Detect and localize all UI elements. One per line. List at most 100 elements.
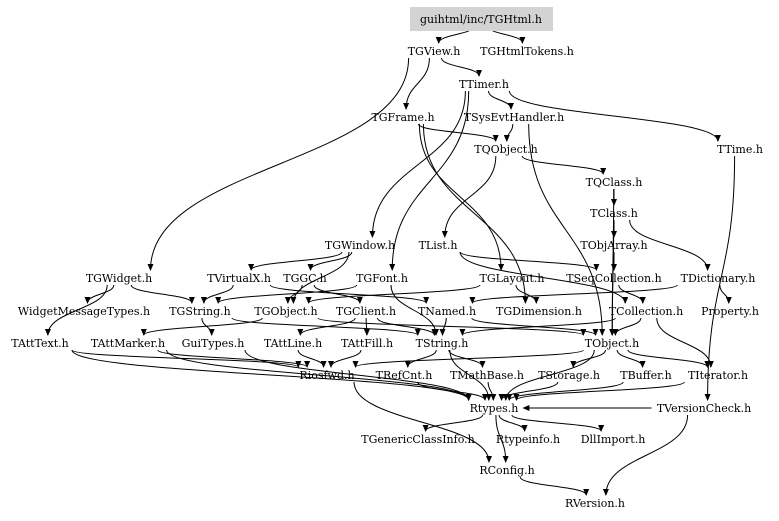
edge-TGObject-to-TObject: [317, 317, 587, 336]
node-TGenericClassInfo: TGenericClassInfo.h: [361, 433, 474, 446]
edge-TSysEvtHandler-to-TQObject: [503, 123, 514, 142]
node-TAttFill: TAttFill.h: [341, 337, 393, 350]
edge-TBuffer-to-Rtypes: [506, 381, 624, 401]
edge-TAttLine-to-Riosfwd: [297, 349, 327, 368]
node-TVersionCheck: TVersionCheck.h: [657, 402, 751, 415]
node-TAttMarker: TAttMarker.h: [91, 337, 165, 350]
edge-TRefCnt-to-Rtypes: [417, 381, 488, 401]
edge-Riosfwd-to-RConfig: [353, 381, 492, 463]
node-TList: TList.h: [419, 239, 458, 252]
edge-Rtypes-to-DllImport: [511, 414, 605, 432]
node-TDictionary: TDictionary.h: [681, 272, 756, 285]
edge-TGWidget-to-WidgetMessageTypes: [84, 284, 115, 304]
edge-GuiTypes-to-Rtypes: [244, 349, 472, 401]
edge-TVirtualX-to-TGString: [200, 284, 234, 304]
edge-TGFrame-to-TQObject: [417, 123, 499, 142]
edge-TObject-to-TBuffer: [616, 349, 646, 368]
edge-TGWindow-to-TGObject: [290, 251, 350, 304]
edge-TTimer-to-TGFont: [389, 90, 470, 271]
edge-TVersionCheck-to-RVersion: [602, 414, 689, 496]
node-WidgetMessageTypes: WidgetMessageTypes.h: [18, 305, 150, 318]
node-Riosfwd: Riosfwd.h: [299, 369, 354, 382]
edge-TGClient-to-TAttFill: [363, 317, 370, 336]
edge-Rtypes-to-RConfig: [495, 414, 509, 463]
node-TQClass: TQClass.h: [586, 176, 643, 189]
edge-TGClient-to-TAttLine: [297, 317, 356, 336]
edge-TList-to-TCollection: [459, 251, 629, 304]
node-TQObject: TQObject.h: [474, 143, 538, 156]
edge-TObject-to-TStorage: [570, 349, 606, 368]
edge-TGObject-to-TAttMarker: [140, 317, 263, 336]
node-TTimer: TTimer.h: [459, 78, 509, 91]
node-RVersion: RVersion.h: [565, 497, 625, 510]
node-TTime: TTime.h: [717, 143, 763, 156]
node-TBuffer: TBuffer.h: [620, 369, 671, 382]
edge-TGWidget-to-TAttText: [44, 284, 108, 336]
edge-TGFrame-to-TGDimension: [422, 123, 529, 304]
node-RConfig: RConfig.h: [479, 464, 534, 477]
node-Rtypes: Rtypes.h: [470, 402, 519, 415]
edge-TObject-to-Riosfwd: [352, 349, 584, 368]
edge-TGFrame-to-TGLayout: [418, 123, 505, 271]
node-TCollection: TCollection.h: [609, 305, 683, 318]
node-TString: TString.h: [416, 337, 469, 350]
edge-TGLayout-to-TGDimension: [515, 284, 540, 304]
edge-TTimer-to-TGWindow: [369, 90, 466, 238]
node-TVirtualX: TVirtualX.h: [207, 272, 271, 285]
edge-TSysEvtHandler-to-TObject: [528, 123, 606, 336]
node-TGObject: TGObject.h: [254, 305, 317, 318]
node-DllImport: DllImport.h: [581, 433, 646, 446]
edge-TAttFill-to-Riosfwd: [328, 349, 362, 368]
node-root: guihtml/inc/TGHtml.h: [420, 13, 542, 26]
node-TAttText: TAttText.h: [11, 337, 69, 350]
edge-TList-to-TSeqCollection: [459, 251, 600, 271]
edge-TCollection-to-TString: [459, 317, 616, 336]
edge-TGWindow-to-TVirtualX: [248, 251, 343, 271]
edge-TClass-to-TDictionary: [629, 219, 711, 271]
edge-TGWindow-to-TGGC: [307, 251, 353, 271]
node-TGLayout: TGLayout.h: [480, 272, 545, 285]
node-TStorage: TStorage.h: [538, 369, 600, 382]
edge-TGView-to-TTimer: [441, 57, 482, 77]
node-Rtypeinfo: Rtypeinfo.h: [496, 433, 560, 446]
edge-TIterator-to-Rtypes: [513, 381, 685, 401]
node-TGWidget: TGWidget.h: [86, 272, 152, 285]
node-TGClient: TGClient.h: [336, 305, 396, 318]
node-Property: Property.h: [701, 305, 759, 318]
edge-TDictionary-to-TNamed: [469, 284, 678, 304]
edge-TClass-to-TObject: [609, 219, 616, 336]
edge-TGView-to-TGWidget: [147, 57, 410, 271]
edge-TGLayout-to-TGObject: [305, 284, 481, 304]
edge-TAttMarker-to-Riosfwd: [157, 349, 310, 368]
node-GuiTypes: GuiTypes.h: [182, 337, 245, 350]
edge-TDictionary-to-Property: [719, 284, 732, 304]
edge-TSeqCollection-to-TCollection: [618, 284, 646, 304]
node-TClass: TClass.h: [590, 207, 638, 220]
node-TGHtmlTokens: TGHtmlTokens.h: [480, 45, 574, 58]
edge-TGGC-to-TGClient: [313, 284, 363, 304]
edge-TGGC-to-TGObject: [284, 284, 303, 304]
edge-TGFont-to-TString: [390, 284, 439, 336]
node-TGDimension: TGDimension.h: [496, 305, 582, 318]
edge-TString-to-Rtypes: [449, 349, 492, 401]
edge-TGView-to-TGFrame: [403, 57, 430, 110]
edge-TTimer-to-TTime: [508, 90, 721, 142]
node-TGGC: TGGC.h: [283, 272, 327, 285]
node-TRefCnt: TRefCnt.h: [376, 369, 433, 382]
root-node-box: [410, 7, 553, 31]
edge-TGFont-to-TGString: [215, 284, 358, 304]
node-TSeqCollection: TSeqCollection.h: [566, 272, 661, 285]
edge-TMathBase-to-Rtypes: [487, 381, 497, 401]
node-TObjArray: TObjArray.h: [580, 239, 647, 252]
edge-TQObject-to-TList: [441, 155, 497, 238]
edges-layer: [44, 25, 736, 496]
node-TNamed: TNamed.h: [418, 305, 476, 318]
node-TAttLine: TAttLine.h: [264, 337, 322, 350]
edge-TCollection-to-TIterator: [656, 317, 714, 368]
node-TSysEvtHandler: TSysEvtHandler.h: [464, 111, 564, 124]
node-TGFont: TGFont.h: [356, 272, 408, 285]
node-TGView: TGView.h: [408, 45, 461, 58]
edge-Rtypes-to-TGenericClassInfo: [422, 414, 484, 432]
